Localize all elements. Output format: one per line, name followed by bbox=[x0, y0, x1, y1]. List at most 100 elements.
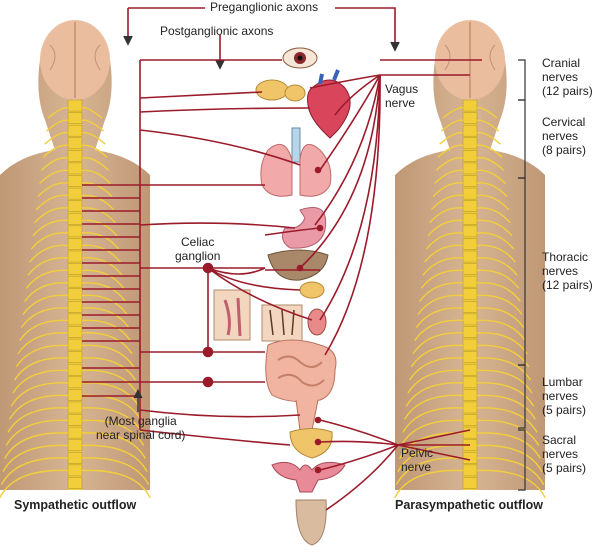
vertebra bbox=[67, 124, 83, 137]
vertebra bbox=[462, 275, 478, 288]
vertebra bbox=[67, 338, 83, 351]
spinal-nerve-branch bbox=[476, 282, 521, 302]
spinal-nerve-branch bbox=[476, 407, 538, 433]
spinal-nerve-branch bbox=[81, 269, 125, 289]
salivary-gland-2 bbox=[284, 84, 306, 102]
spinal-nerve-branch bbox=[45, 119, 69, 132]
nerve-group-lumbar: Lumbar nerves(5 pairs) bbox=[542, 375, 586, 417]
nerve-group-cervical: Cervical nerves(8 pairs) bbox=[542, 115, 586, 157]
spinal-nerve-branch bbox=[44, 132, 69, 145]
vertebra bbox=[67, 351, 83, 363]
nerve-group-name: Cervical nerves bbox=[542, 115, 586, 143]
trachea bbox=[291, 127, 301, 163]
spinal-nerve-branch bbox=[419, 282, 464, 302]
vertebra bbox=[462, 351, 478, 363]
spinal-nerve-branch bbox=[32, 219, 69, 237]
vertebra bbox=[462, 99, 478, 112]
eye bbox=[282, 47, 318, 69]
external-genitalia bbox=[295, 499, 327, 546]
spinal-nerve-branch bbox=[39, 169, 69, 184]
spinal-nerve-branch bbox=[424, 244, 464, 263]
vertebra bbox=[67, 225, 83, 238]
spinal-nerve-branch bbox=[34, 207, 69, 224]
vertebra bbox=[67, 212, 83, 225]
spinal-nerve-branch bbox=[476, 219, 513, 237]
spinal-nerve-branch bbox=[420, 269, 464, 289]
spinal-nerve-branch bbox=[400, 419, 464, 446]
vertebra bbox=[67, 238, 83, 250]
spinal-nerve-branch bbox=[81, 407, 143, 433]
spinal-nerve-branch bbox=[437, 144, 464, 158]
spinal-nerve-branch bbox=[19, 319, 69, 342]
vertebra bbox=[462, 326, 478, 338]
spinal-nerve-branch bbox=[476, 332, 528, 355]
salivary-gland bbox=[255, 79, 289, 101]
vertebra bbox=[67, 275, 83, 288]
spinal-nerve-branch bbox=[81, 107, 103, 119]
spinal-nerve-branch bbox=[476, 294, 523, 315]
spinal-nerve-branch bbox=[30, 232, 69, 250]
spinal-nerve-branch bbox=[476, 307, 525, 328]
vertebra bbox=[67, 363, 83, 376]
spinal-nerve-branch bbox=[476, 357, 531, 381]
nerve-pathways bbox=[82, 7, 482, 511]
vertebra bbox=[462, 313, 478, 326]
preganglionic-axons-label: Preganglionic axons bbox=[210, 0, 319, 14]
spinal-nerve-branch bbox=[15, 344, 69, 368]
skin-sweat-gland-inset bbox=[213, 289, 251, 341]
spinal-nerve-branch bbox=[2, 444, 69, 473]
spinal-nerve-branch bbox=[430, 194, 464, 211]
spinal-nerve-branch bbox=[422, 257, 464, 276]
nerve-group-thoracic: Thoracic nerves(12 pairs) bbox=[542, 250, 593, 292]
spinal-nerve-branch bbox=[476, 132, 501, 145]
spinal-nerve-branch bbox=[476, 469, 546, 499]
spinal-nerve-branch bbox=[14, 357, 69, 381]
spinal-nerve-branch bbox=[476, 269, 520, 289]
spinal-nerve-branch bbox=[27, 257, 69, 276]
spinal-nerve-branch bbox=[17, 332, 69, 355]
spinal-nerve-branch bbox=[9, 394, 69, 420]
spinal-nerve-branch bbox=[434, 169, 464, 184]
vertebra bbox=[67, 99, 83, 112]
urinary-bladder bbox=[289, 428, 333, 459]
spinal-nerve-branch bbox=[476, 194, 510, 211]
spinal-nerve-branch bbox=[81, 307, 130, 328]
spinal-nerve-branch bbox=[414, 319, 464, 342]
nerve-group-cranial: Cranial nerves(12 pairs) bbox=[542, 56, 593, 98]
vertebra bbox=[67, 175, 83, 187]
vertebra bbox=[462, 137, 478, 150]
vertebra bbox=[462, 238, 478, 250]
spinal-nerve-branch bbox=[25, 269, 69, 289]
spinal-nerve-branch bbox=[81, 232, 120, 250]
spinal-nerve-branch bbox=[4, 432, 69, 459]
pelvic-nerve-label: Pelvic nerve bbox=[401, 446, 434, 474]
spinal-nerve-branch bbox=[81, 132, 106, 145]
nerve-group-count: (5 pairs) bbox=[542, 461, 587, 475]
vertebra bbox=[462, 250, 478, 263]
vertebra bbox=[462, 300, 478, 313]
spinal-nerve-branch bbox=[427, 219, 464, 237]
vertebra bbox=[462, 124, 478, 137]
spinal-nerve-branch bbox=[425, 232, 464, 250]
nerve-group-count: (5 pairs) bbox=[542, 403, 587, 417]
nerve-group-name: Cranial nerves bbox=[542, 56, 581, 84]
spinal-nerve-branch bbox=[476, 207, 511, 224]
spinal-nerve-branch bbox=[476, 232, 515, 250]
spinal-nerve-branch bbox=[440, 119, 464, 132]
spinal-nerve-branch bbox=[81, 419, 145, 446]
spinal-nerve-branch bbox=[81, 282, 126, 302]
lung-left bbox=[260, 143, 293, 197]
spinal-nerve-branch bbox=[432, 182, 464, 198]
pancreas bbox=[299, 281, 325, 299]
spinal-nerve-branch bbox=[12, 369, 69, 394]
spinal-nerve-branch bbox=[476, 369, 533, 394]
spinal-nerve-branch bbox=[415, 307, 464, 328]
spinal-nerve-branch bbox=[476, 382, 535, 407]
spinal-nerve-branch bbox=[394, 469, 464, 499]
spinal-nerve-branch bbox=[476, 107, 498, 119]
spinal-nerve-branch bbox=[20, 307, 69, 328]
spinal-nerve-branch bbox=[476, 157, 505, 171]
vertebra bbox=[67, 300, 83, 313]
